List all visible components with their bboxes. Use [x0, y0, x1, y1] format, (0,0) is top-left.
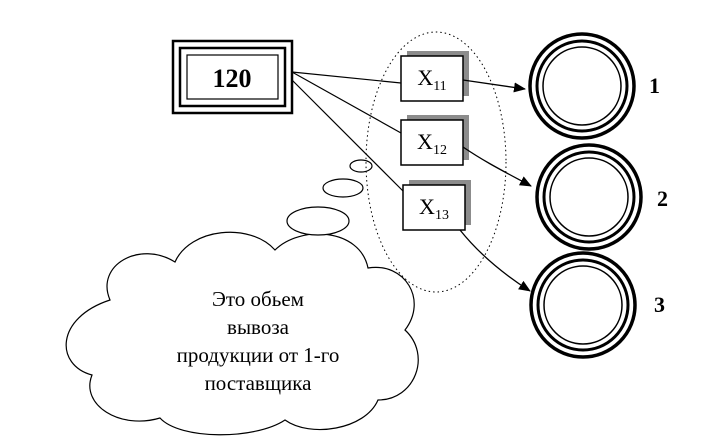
consumer-2-ring-middle [542, 150, 636, 244]
variable-x11-label: X11 [417, 65, 446, 94]
supplier-node: 120 [171, 39, 294, 115]
variable-x12: X12 [400, 115, 469, 166]
cloud-bubble-small [349, 159, 373, 173]
supplier-frame-middle [178, 46, 287, 108]
consumer-3-ring-middle [536, 258, 630, 352]
cloud-bubble-large [286, 206, 350, 236]
thought-cloud: Это обьем вывоза продукции от 1-го поста… [65, 159, 419, 436]
variable-x12-box [400, 119, 464, 166]
consumer-2-ring-outer [535, 143, 643, 251]
consumer-2-label: 2 [657, 186, 668, 211]
consumer-3-ring-outer [529, 251, 637, 359]
variable-group-ellipse [365, 31, 507, 293]
supplier-value: 120 [213, 64, 252, 93]
link-supplier-x12 [291, 71, 402, 134]
consumer-node-3: 3 [529, 251, 665, 359]
supplier-frame-inner [186, 54, 279, 100]
callout-line-1: Это обьем [212, 287, 304, 311]
consumer-1-ring-inner [542, 46, 622, 126]
arrow-x12-consumer-2 [462, 146, 532, 187]
consumer-3-label: 3 [654, 292, 665, 317]
supplier-links [291, 71, 405, 193]
variable-x12-label: X12 [417, 129, 447, 158]
variable-x11: X11 [400, 51, 469, 102]
cloud-shape [65, 231, 419, 436]
callout-line-2: вывоза [227, 315, 290, 339]
variable-x11-box [400, 55, 464, 102]
variable-x13-label: X13 [419, 194, 449, 223]
cloud-bubble-medium [322, 178, 364, 198]
arrow-x13-consumer-3 [459, 229, 531, 292]
consumer-1-ring-outer [528, 32, 636, 140]
callout-line-4: поставщика [205, 371, 313, 395]
consumer-1-ring-middle [535, 39, 629, 133]
consumer-3-ring-inner [543, 265, 623, 345]
arrow-x11-consumer-1 [462, 79, 526, 93]
link-supplier-x13 [291, 79, 405, 193]
variable-x13: X13 [402, 180, 471, 231]
consumer-arrows [459, 79, 532, 292]
consumer-node-2: 2 [535, 143, 668, 251]
variable-x13-box [402, 184, 466, 231]
supplier-frame-outer [171, 39, 294, 115]
consumer-node-1: 1 [528, 32, 660, 140]
consumer-1-label: 1 [649, 73, 660, 98]
callout-line-3: продукции от 1-го [177, 343, 340, 367]
consumer-2-ring-inner [549, 157, 629, 237]
link-supplier-x11 [291, 71, 402, 84]
